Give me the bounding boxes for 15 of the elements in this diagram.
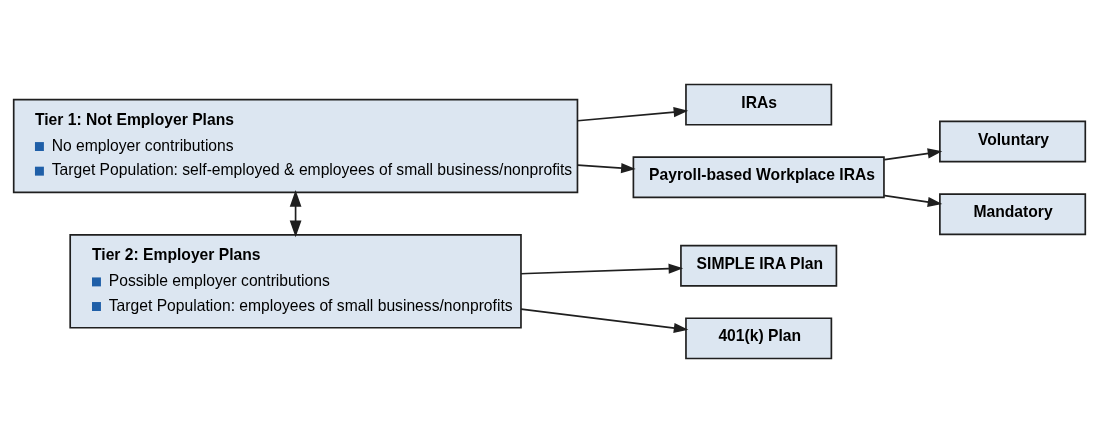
arrow [883,147,943,160]
node-box: Mandatory [939,192,1087,235]
arrow [883,194,943,207]
arrow [576,162,636,173]
node-box: IRAs [685,83,833,126]
node-box: Tier 1: Not Employer Plans No employer contributions Target Population: self-employed & employees of small business/nonprofits [12,98,579,193]
node-box: Voluntary [939,120,1087,162]
node-box: SIMPLE IRA Plan [680,244,838,287]
node-box: Payroll-based Workplace IRAs [632,155,885,198]
arrow [520,307,689,333]
node-box: Tier 2: Employer Plans Possible employer contributions Target Population: employees of small business/nonprofits [69,233,522,329]
arrow [576,106,689,122]
node-box: 401(k) Plan [685,316,833,359]
arrow [289,189,302,237]
arrow [520,263,684,275]
